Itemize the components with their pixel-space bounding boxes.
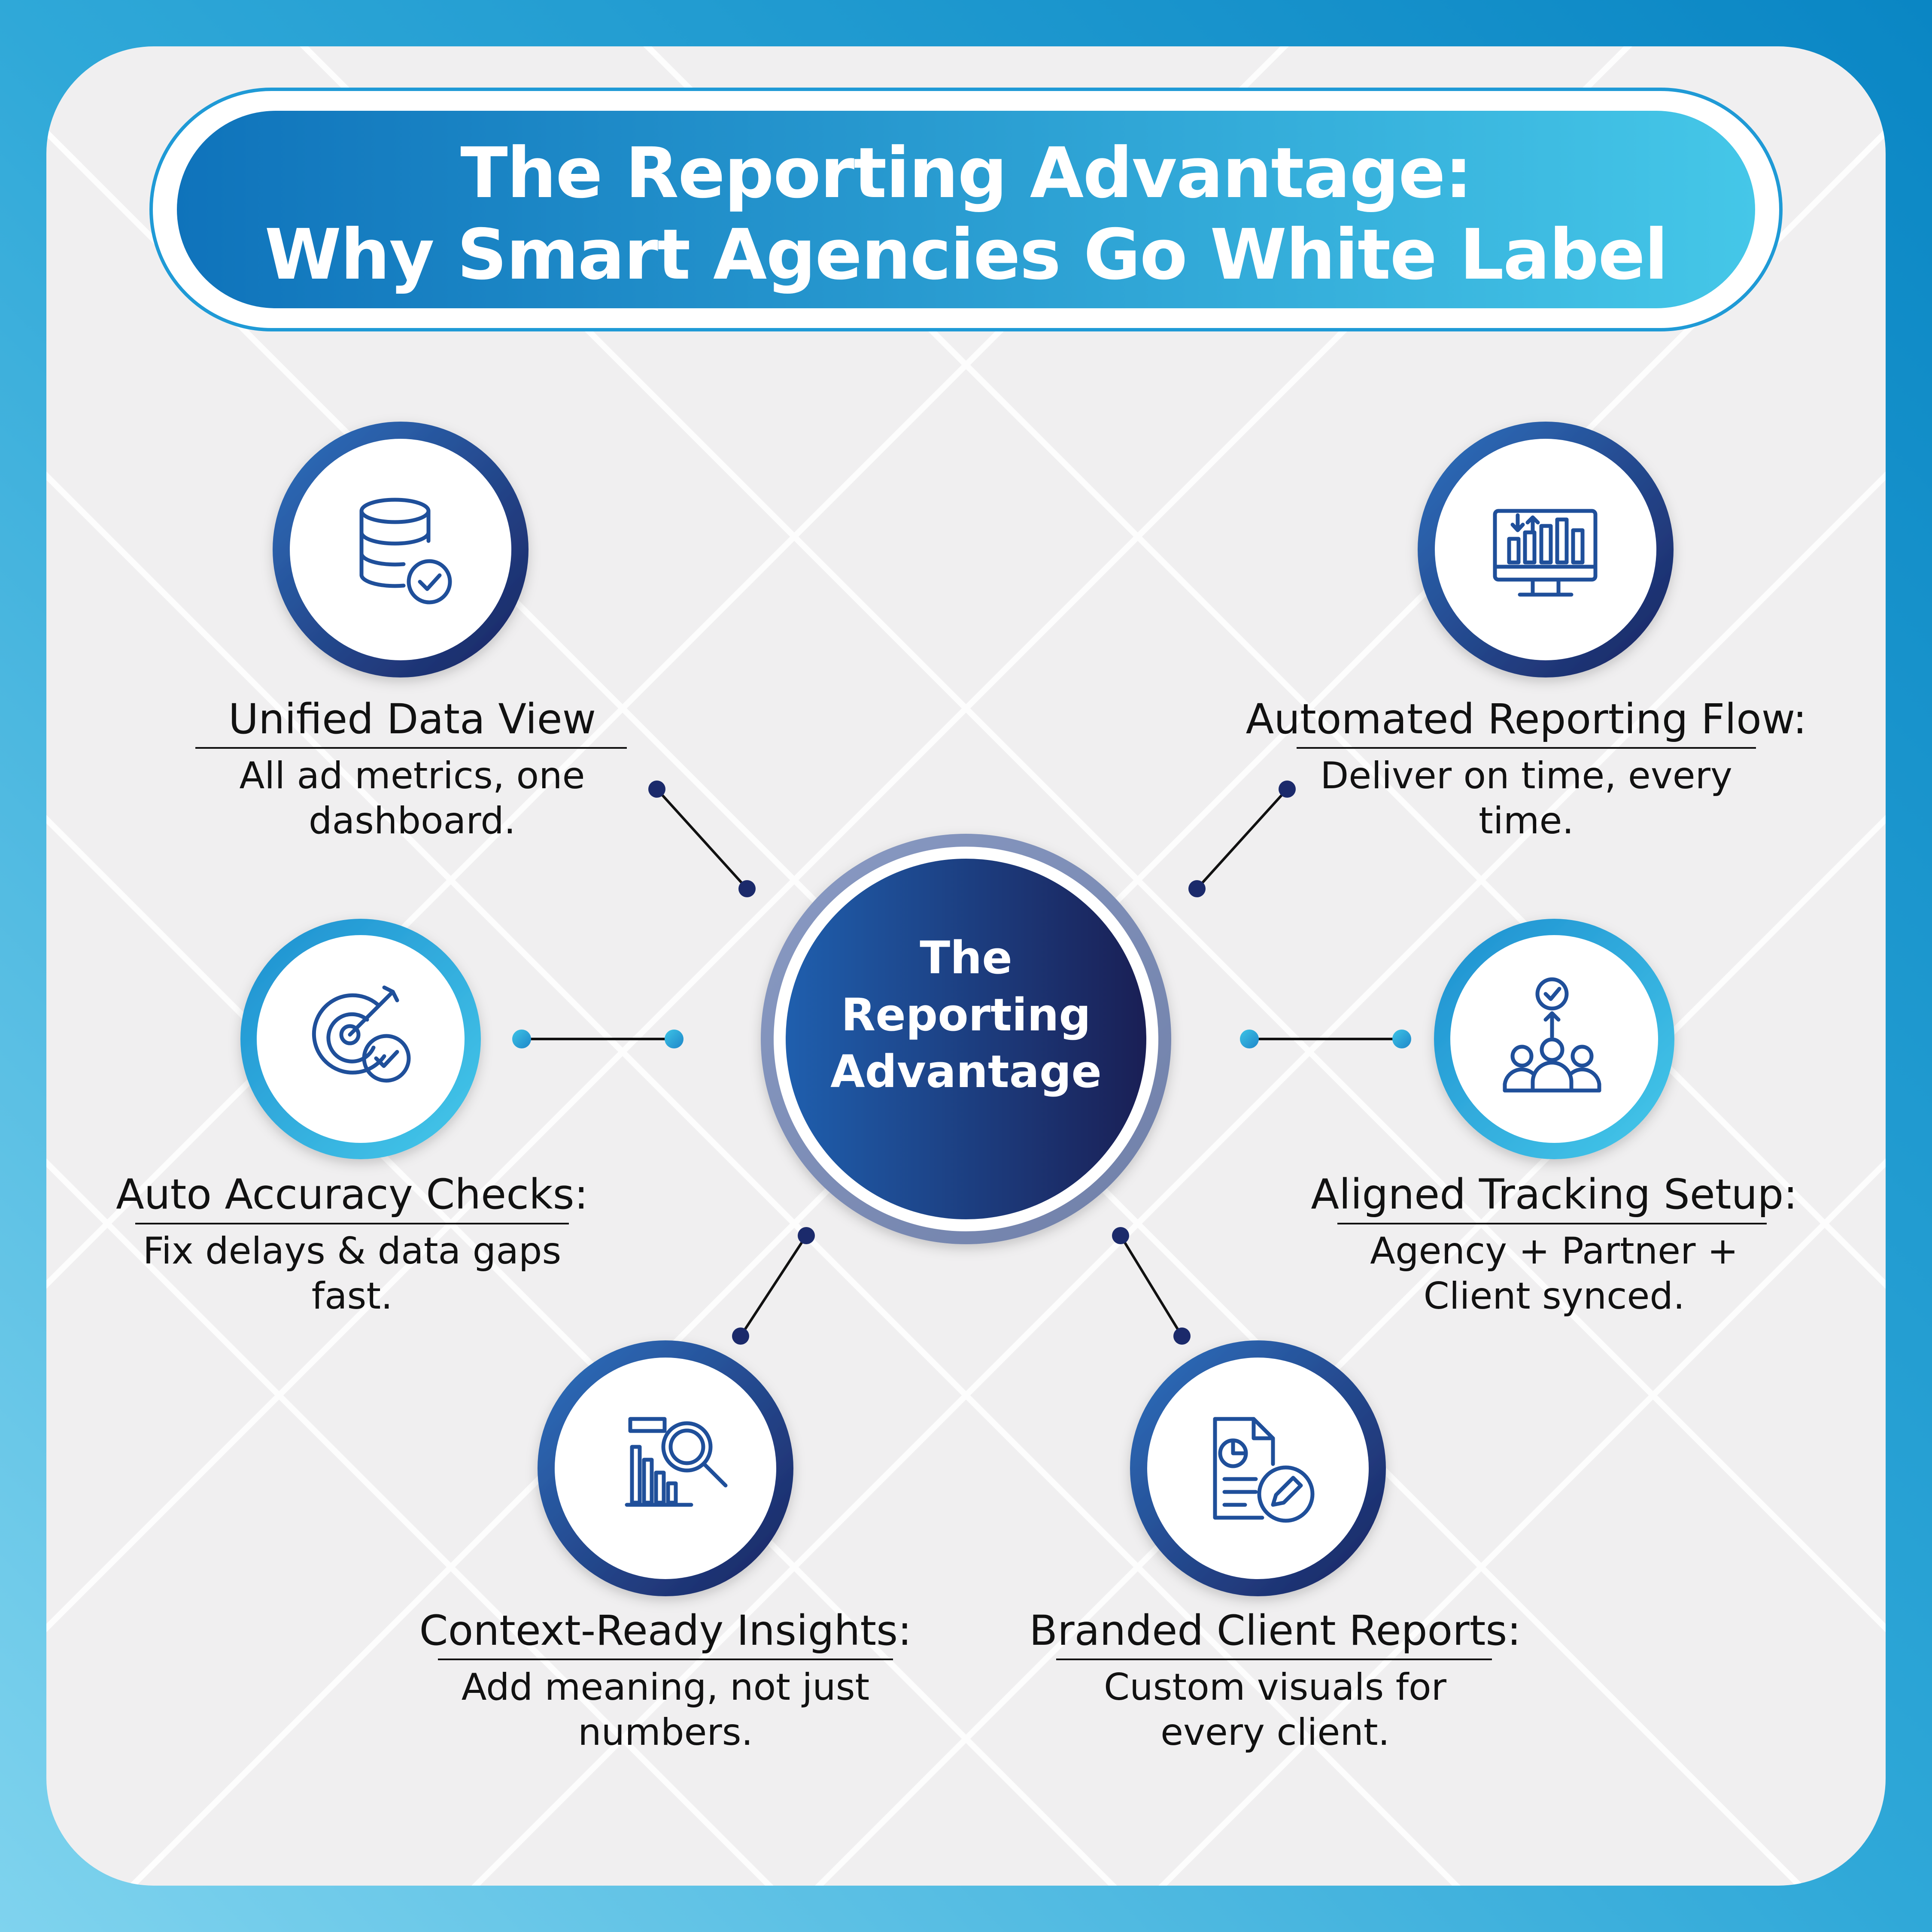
icon-circle-context-insights	[538, 1340, 793, 1596]
monitor-chart-icon	[1493, 509, 1598, 597]
feature-heading-automated-reporting: Automated Reporting Flow:	[1245, 695, 1807, 743]
feature-desc-branded-reports-line-1: Custom visuals for	[1104, 1666, 1446, 1709]
page-title-line-1: The Reporting Advantage:	[460, 133, 1473, 214]
feature-desc-branded-reports-line-2: every client.	[1160, 1711, 1390, 1754]
feature-desc-context-insights-line-2: numbers.	[578, 1711, 753, 1754]
heading-underlines	[135, 747, 1767, 1660]
icon-circle-automated-reporting	[1418, 422, 1674, 677]
feature-desc-unified-data-line-1: All ad metrics, one	[239, 754, 585, 797]
center-title-line-1: The	[920, 932, 1012, 984]
document-edit-icon	[1213, 1417, 1315, 1523]
feature-desc-unified-data-line-2: dashboard.	[308, 799, 516, 842]
feature-heading-context-insights: Context-Ready Insights:	[419, 1607, 912, 1655]
feature-desc-automated-reporting-line-1: Deliver on time, every	[1320, 754, 1732, 797]
center-hub	[761, 834, 1171, 1244]
title-banner	[177, 111, 1755, 308]
page-title-line-2: Why Smart Agencies Go White Label	[264, 215, 1668, 295]
feature-desc-automated-reporting-line-2: time.	[1479, 799, 1574, 842]
feature-desc-aligned-tracking-line-1: Agency + Partner +	[1370, 1230, 1738, 1273]
connector-dots	[512, 781, 1411, 1345]
feature-desc-accuracy-checks-line-1: Fix delays & data gaps	[143, 1230, 562, 1273]
center-title-line-2: Reporting	[841, 989, 1091, 1041]
chart-magnifier-icon	[625, 1417, 728, 1507]
feature-desc-accuracy-checks-line-2: fast.	[311, 1275, 393, 1318]
target-check-icon	[312, 985, 411, 1083]
feature-heading-unified-data: Unified Data View	[228, 695, 596, 743]
feature-heading-accuracy-checks: Auto Accuracy Checks:	[116, 1170, 588, 1218]
center-title-line-3: Advantage	[830, 1045, 1102, 1098]
team-check-icon	[1503, 977, 1601, 1093]
feature-heading-aligned-tracking: Aligned Tracking Setup:	[1311, 1170, 1798, 1218]
icon-circle-branded-reports	[1130, 1340, 1386, 1596]
feature-desc-context-insights-line-1: Add meaning, not just	[461, 1666, 870, 1709]
database-check-icon	[359, 498, 452, 605]
icon-circle-accuracy-checks	[240, 919, 481, 1159]
connectors	[522, 788, 1402, 1337]
icon-circle-unified-data	[273, 422, 529, 677]
feature-desc-aligned-tracking-line-2: Client synced.	[1423, 1275, 1685, 1318]
feature-heading-branded-reports: Branded Client Reports:	[1029, 1607, 1521, 1655]
